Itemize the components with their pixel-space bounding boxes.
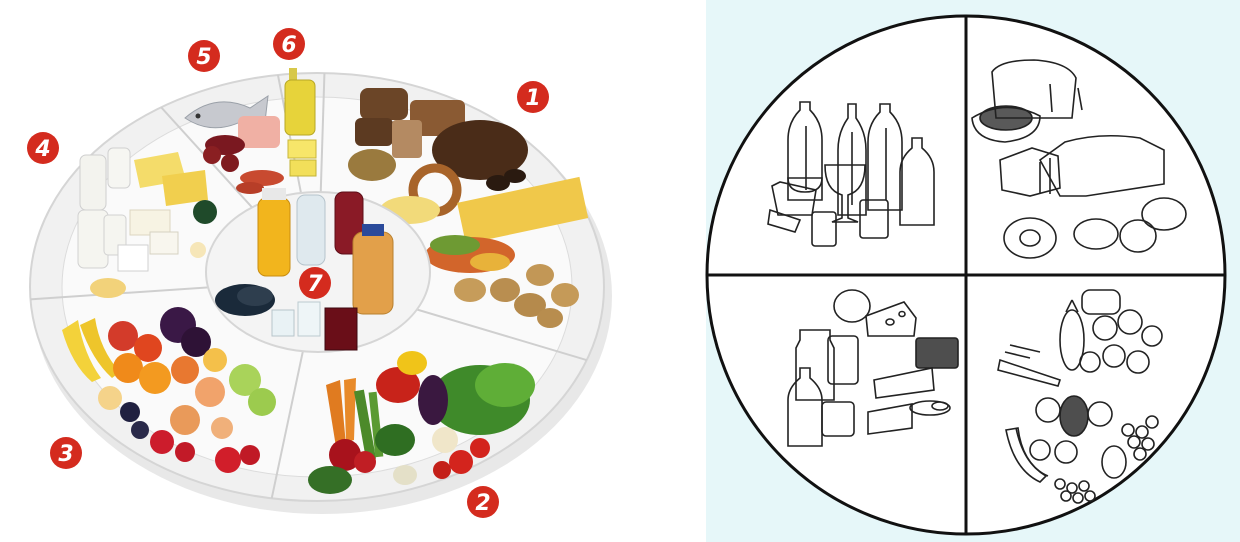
svg-text:5: 5: [196, 45, 211, 70]
segment-oils-food: [285, 68, 316, 176]
badge-1: 1: [517, 81, 549, 113]
svg-text:7: 7: [307, 272, 323, 297]
svg-text:2: 2: [475, 491, 490, 516]
badge-6: 6: [273, 28, 305, 60]
badge-2: 2: [467, 486, 499, 518]
svg-text:4: 4: [34, 137, 50, 162]
svg-text:3: 3: [58, 442, 73, 467]
line-drawing-plate: [700, 0, 1240, 542]
badge-4: 4: [27, 132, 59, 164]
badge-7: 7: [299, 267, 331, 299]
badge-3: 3: [50, 437, 82, 469]
svg-text:6: 6: [281, 33, 296, 58]
badge-5: 5: [188, 40, 220, 72]
svg-text:1: 1: [525, 86, 540, 111]
food-wheel: 1 2 3 4 5 6 7: [20, 28, 620, 530]
